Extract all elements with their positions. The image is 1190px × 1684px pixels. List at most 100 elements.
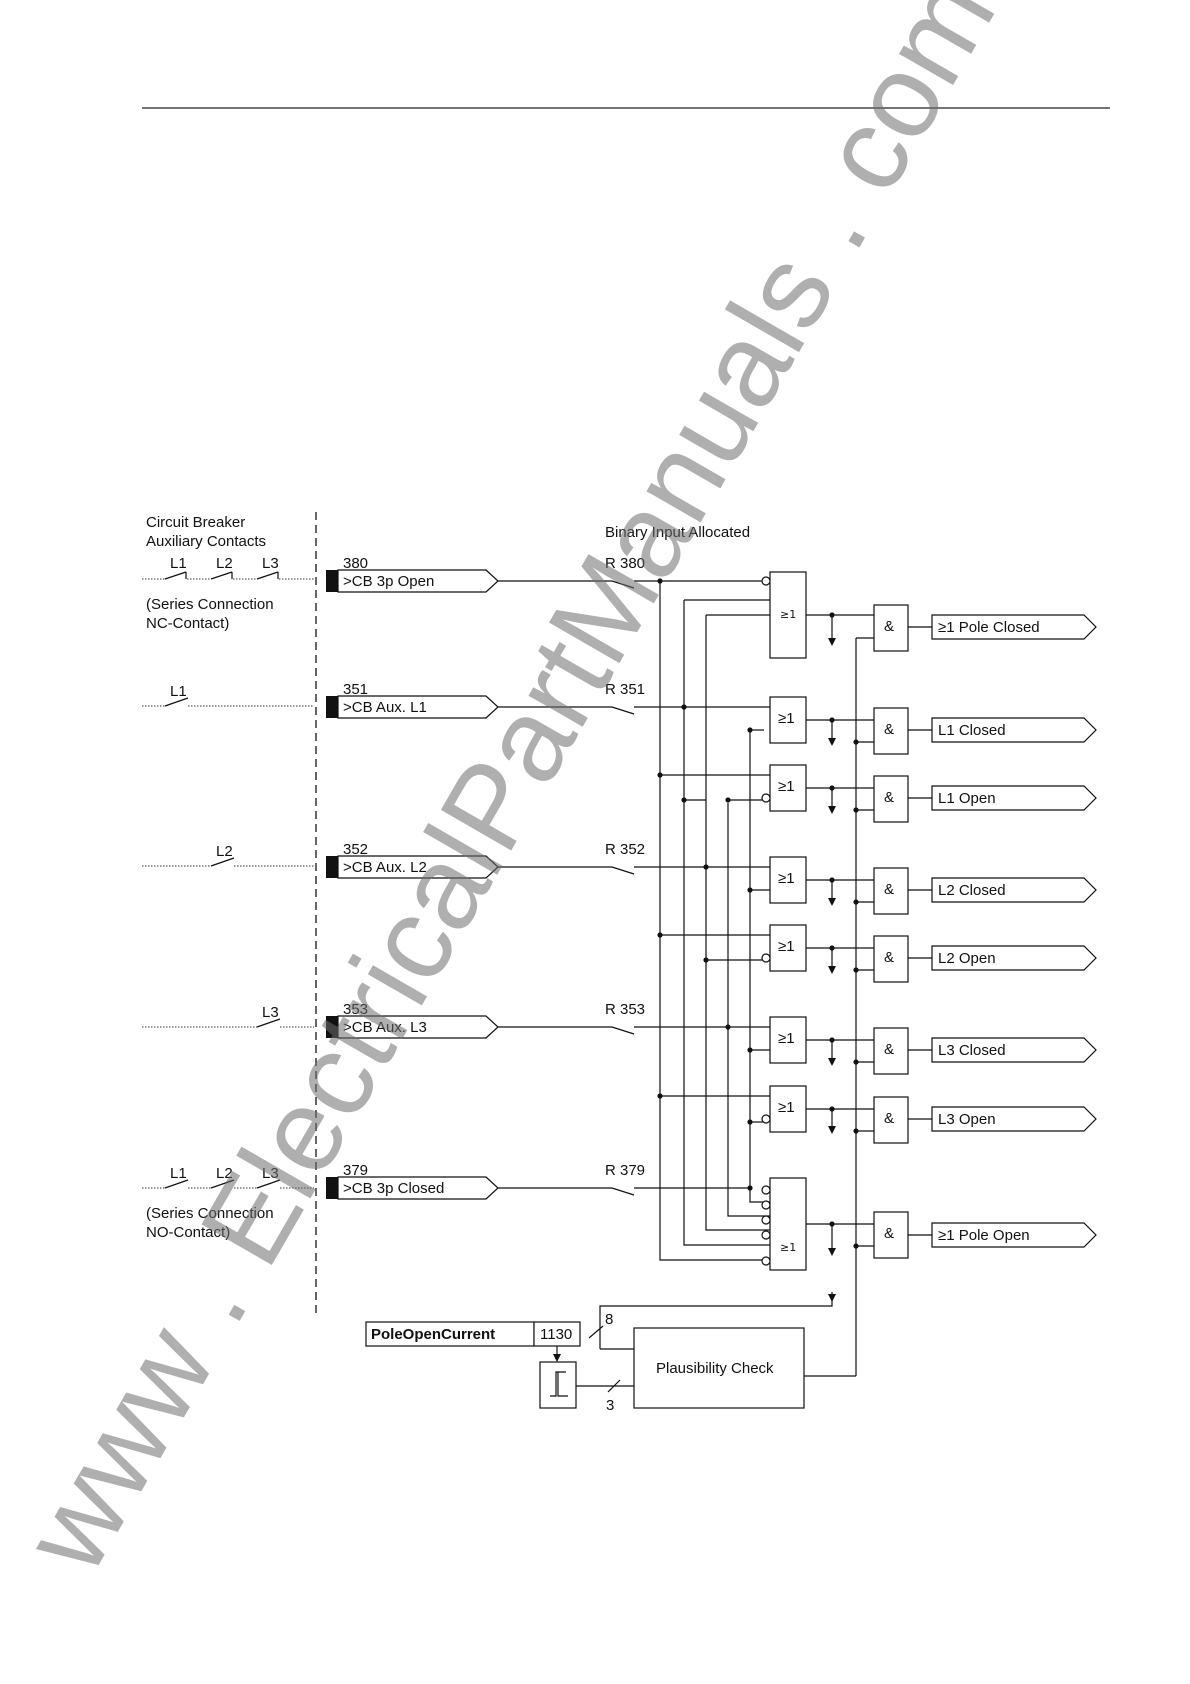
input-box — [337, 569, 499, 593]
input-label: >CB Aux. L2 — [343, 859, 427, 876]
input-label: >CB 3p Closed — [343, 1180, 444, 1197]
contact-l1-label: L1 — [170, 683, 187, 700]
input-351: 351 >CB Aux. L1 R 351 — [326, 681, 684, 719]
threshold-icon — [550, 1371, 568, 1397]
allocated-relay: R 380 — [605, 555, 645, 572]
output-label: L2 Closed — [938, 882, 1006, 899]
allocated-relay: R 351 — [605, 681, 645, 698]
and-gate-symbol: & — [884, 881, 894, 898]
nc-note-line2: NC-Contact) — [146, 615, 229, 632]
input-353: 353 >CB Aux. L3 R 353 — [326, 1001, 728, 1039]
and-gate-symbol: & — [884, 789, 894, 806]
and-gate-pole-closed: & — [873, 604, 909, 652]
nc-note-line1: (Series Connection — [146, 596, 274, 613]
no-phase-l3-label: L3 — [262, 1165, 279, 1182]
or-gate-symbol: ≥1 — [780, 1241, 796, 1254]
parameter-address: 1130 — [540, 1326, 572, 1343]
nc-series-contact-string — [142, 571, 314, 580]
signal-buses — [657, 578, 770, 1261]
or-gate-l3-closed: ≥1 — [769, 1016, 807, 1064]
output-l2-closed: L2 Closed — [908, 877, 1097, 903]
input-marker — [326, 570, 338, 592]
pole-open-current-parameter: PoleOpenCurrent 1130 — [365, 1321, 581, 1362]
input-number: 379 — [343, 1162, 368, 1179]
input-marker — [326, 856, 338, 878]
or-gate-pole-open: ≥1 — [761, 1177, 807, 1271]
and-gate-l3-open: & — [873, 1096, 909, 1144]
allocated-relay: R 352 — [605, 841, 645, 858]
contact-l2-label: L2 — [216, 843, 233, 860]
input-box — [337, 1176, 499, 1200]
or-gate-l2-closed: ≥1 — [769, 856, 807, 904]
output-label: L3 Closed — [938, 1042, 1006, 1059]
parameter-name: PoleOpenCurrent — [371, 1326, 495, 1343]
allocated-relay: R 353 — [605, 1001, 645, 1018]
and-gate-symbol: & — [884, 949, 894, 966]
input-marker — [326, 696, 338, 718]
plausibility-check-block: Plausibility Check 8 3 — [576, 1292, 856, 1414]
or-gate-symbol: ≥1 — [778, 870, 795, 887]
breaker-contacts-panel: Circuit Breaker Auxiliary Contacts L1 L2… — [142, 514, 314, 1241]
and-gate-l2-open: & — [873, 935, 909, 983]
contact-l3-symbol — [256, 1018, 281, 1028]
output-l1-open: L1 Open — [908, 785, 1097, 811]
output-pole-closed: ≥1 Pole Closed — [908, 614, 1097, 640]
and-gate-symbol: & — [884, 618, 894, 635]
input-box — [337, 855, 499, 879]
no-phase-l2-label: L2 — [216, 1165, 233, 1182]
contact-l3-label: L3 — [262, 1004, 279, 1021]
or-gate-l1-open: ≥1 — [761, 764, 807, 812]
or-gate-symbol: ≥1 — [780, 608, 796, 621]
output-label: ≥1 Pole Open — [938, 1227, 1030, 1244]
and-gate-symbol: & — [884, 1225, 894, 1242]
no-note-line2: NO-Contact) — [146, 1224, 230, 1241]
input-box — [337, 1015, 499, 1039]
no-phase-l1-label: L1 — [170, 1165, 187, 1182]
input-number: 353 — [343, 1001, 368, 1018]
output-l1-closed: L1 Closed — [908, 717, 1097, 743]
output-l2-open: L2 Open — [908, 945, 1097, 971]
contact-l1-symbol — [164, 697, 189, 707]
gate-links — [806, 612, 874, 1376]
breaker-title-line1: Circuit Breaker — [146, 514, 245, 531]
plausibility-label: Plausibility Check — [656, 1360, 774, 1377]
input-label: >CB Aux. L1 — [343, 699, 427, 716]
output-l3-open: L3 Open — [908, 1106, 1097, 1132]
binary-input-title: Binary Input Allocated — [605, 524, 750, 541]
output-pole-open: ≥1 Pole Open — [908, 1222, 1097, 1248]
input-352: 352 >CB Aux. L2 R 352 — [326, 841, 706, 879]
input-379: 379 >CB 3p Closed R 379 — [326, 1162, 750, 1200]
input-marker — [326, 1177, 338, 1199]
no-series-contact-string — [142, 1179, 314, 1189]
nc-phase-l3-label: L3 — [262, 555, 279, 572]
contact-l2-symbol — [210, 857, 235, 867]
and-gate-symbol: & — [884, 1041, 894, 1058]
and-gate-symbol: & — [884, 721, 894, 738]
output-label: L2 Open — [938, 950, 996, 967]
output-label: L1 Closed — [938, 722, 1006, 739]
and-gate-symbol: & — [884, 1110, 894, 1127]
or-gate-pole-closed: ≥1 — [761, 571, 807, 659]
input-380: 380 >CB 3p Open R 380 — [326, 555, 770, 593]
threshold-block — [539, 1361, 577, 1409]
or-gate-symbol: ≥1 — [778, 938, 795, 955]
input-number: 380 — [343, 555, 368, 572]
no-note-line1: (Series Connection — [146, 1205, 274, 1222]
output-label: L1 Open — [938, 790, 996, 807]
output-label: ≥1 Pole Closed — [938, 619, 1040, 636]
input-label: >CB 3p Open — [343, 573, 434, 590]
input-label: >CB Aux. L3 — [343, 1019, 427, 1036]
and-gate-l1-closed: & — [873, 707, 909, 755]
nc-phase-l1-label: L1 — [170, 555, 187, 572]
bus-width-8: 8 — [605, 1311, 613, 1328]
input-number: 351 — [343, 681, 368, 698]
breaker-title-line2: Auxiliary Contacts — [146, 533, 266, 550]
input-box — [337, 695, 499, 719]
watermark: www . ElectricalPartManuals . com — [0, 0, 1021, 1594]
input-marker — [326, 1016, 338, 1038]
or-gate-symbol: ≥1 — [778, 1030, 795, 1047]
output-label: L3 Open — [938, 1111, 996, 1128]
or-gate-l3-open: ≥1 — [761, 1085, 807, 1133]
nc-phase-l2-label: L2 — [216, 555, 233, 572]
or-gate-symbol: ≥1 — [778, 710, 795, 727]
